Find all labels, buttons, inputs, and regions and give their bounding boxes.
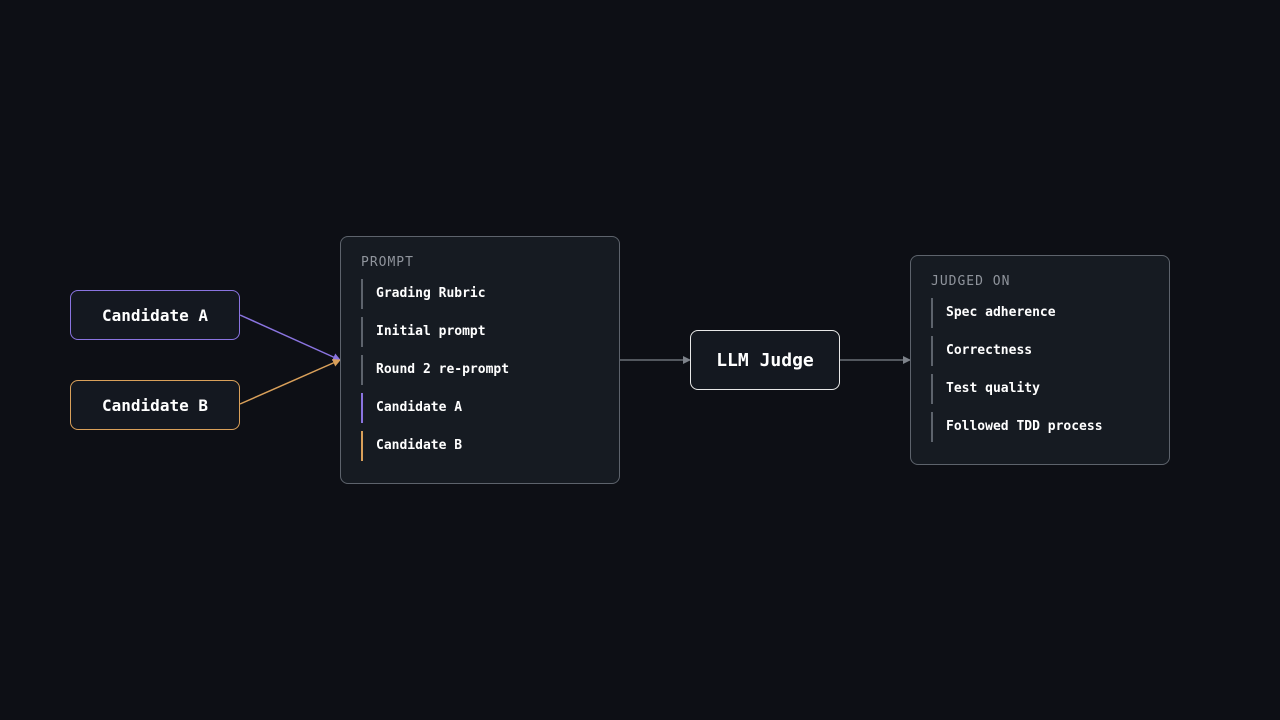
criteria-item-test-quality: Test quality xyxy=(931,374,1149,404)
prompt-panel: PROMPT Grading Rubric Initial prompt Rou… xyxy=(340,236,620,484)
criteria-item-correctness: Correctness xyxy=(931,336,1149,366)
arrow-candidate-a-to-prompt xyxy=(239,314,341,361)
candidate-b-label: Candidate B xyxy=(102,395,208,415)
llm-judge-label: LLM Judge xyxy=(716,349,814,371)
prompt-panel-title: PROMPT xyxy=(361,255,414,270)
prompt-item-initial-prompt: Initial prompt xyxy=(361,317,599,347)
candidate-b-node: Candidate B xyxy=(70,380,240,430)
prompt-item-candidate-a: Candidate A xyxy=(361,393,599,423)
prompt-item-grading-rubric: Grading Rubric xyxy=(361,279,599,309)
candidate-a-label: Candidate A xyxy=(102,305,208,325)
criteria-item-followed-tdd-process: Followed TDD process xyxy=(931,412,1149,442)
prompt-item-candidate-b: Candidate B xyxy=(361,431,599,461)
llm-judge-node: LLM Judge xyxy=(690,330,840,390)
prompt-item-round-2-reprompt: Round 2 re-prompt xyxy=(361,355,599,385)
candidate-a-node: Candidate A xyxy=(70,290,240,340)
arrow-candidate-b-to-prompt xyxy=(239,359,341,405)
judged-on-panel: JUDGED ON Spec adherence Correctness Tes… xyxy=(910,255,1170,465)
criteria-item-spec-adherence: Spec adherence xyxy=(931,298,1149,328)
judged-on-panel-title: JUDGED ON xyxy=(931,274,1011,289)
